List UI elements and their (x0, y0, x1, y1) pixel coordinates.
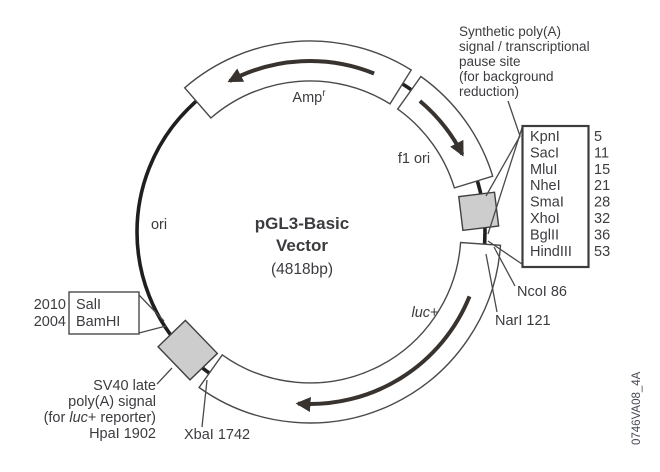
bamhi-position: 2004 (34, 314, 66, 330)
enzyme-name: NheI (530, 178, 561, 194)
sali-label: SalI (76, 297, 101, 313)
luc-gene-label: luc+ (411, 305, 438, 321)
sv40-polya-box (157, 319, 219, 381)
ori-label: ori (151, 217, 167, 233)
vector-size-bp: (4818bp) (271, 261, 333, 278)
pause-note-line: reduction) (459, 84, 519, 99)
hpai-site-label: HpaI 1902 (89, 426, 156, 442)
amp-gene-band (183, 40, 413, 119)
enzyme-position: 11 (594, 145, 609, 161)
mcs-enzyme-box (521, 124, 590, 269)
f1-ori-label: f1 ori (398, 151, 430, 167)
sali-position: 2010 (34, 297, 66, 313)
pause-note-line: signal / transcriptional (459, 39, 590, 54)
enzyme-name: MluI (530, 162, 557, 178)
f1-ori-direction-arrow (418, 99, 465, 157)
vector-title-line1: pGL3-Basic (255, 214, 349, 233)
enzyme-name: KpnI (530, 129, 560, 145)
sv40-note-text: SV40 late poly(A) signal (for luc+ repor… (44, 378, 156, 442)
enzyme-name: XhoI (530, 211, 560, 227)
enzyme-position: 32 (594, 211, 610, 227)
mcs-callout-line-top (487, 127, 523, 235)
sv40-note-line: poly(A) signal (68, 394, 156, 410)
sv40-note-line: (for luc+ reporter) (44, 410, 156, 426)
xbai-site-label: XbaI 1742 (184, 427, 250, 443)
figure-code: 0746VA08_4A (631, 371, 643, 445)
sali-bamhi-callout-line-bottom (138, 325, 167, 334)
sv40-note-line: SV40 late (93, 378, 156, 394)
ncoi-site-label: NcoI 86 (517, 284, 567, 300)
amp-direction-arrow (227, 59, 375, 83)
enzyme-name: BglII (530, 227, 559, 243)
sali-bamhi-callout-line-top (138, 294, 165, 322)
xbai-callout-line (201, 379, 208, 428)
sali-bamhi-box (68, 291, 140, 335)
amp-gene-label: Ampr (292, 88, 326, 106)
enzyme-position: 53 (594, 244, 610, 260)
enzyme-position: 36 (594, 227, 610, 243)
luc-gene-band (198, 241, 502, 424)
enzyme-position: 15 (594, 162, 610, 178)
enzyme-position: 21 (594, 178, 610, 194)
pause-note-line: Synthetic poly(A) (459, 24, 561, 39)
pause-note-text: Synthetic poly(A) signal / transcription… (459, 24, 590, 99)
enzyme-name: SacI (530, 145, 559, 161)
ncoi-callout-line (493, 246, 516, 287)
bamhi-label: BamHI (76, 314, 120, 330)
nari-callout-line (485, 253, 498, 313)
pause-note-line: pause site (459, 54, 521, 69)
nari-site-label: NarI 121 (495, 313, 551, 329)
enzyme-name: HindIII (530, 244, 572, 260)
pause-site-box (457, 191, 500, 232)
vector-title-line2: Vector (276, 236, 328, 255)
sv40-note-callout-line (156, 367, 173, 385)
enzyme-position: 5 (594, 129, 602, 145)
pause-note-line: (for background (459, 69, 554, 84)
mcs-callout-line-bottom (487, 240, 523, 265)
luc-direction-arrow (295, 295, 472, 412)
enzyme-position: 28 (594, 195, 610, 211)
enzyme-name: SmaI (530, 195, 564, 211)
